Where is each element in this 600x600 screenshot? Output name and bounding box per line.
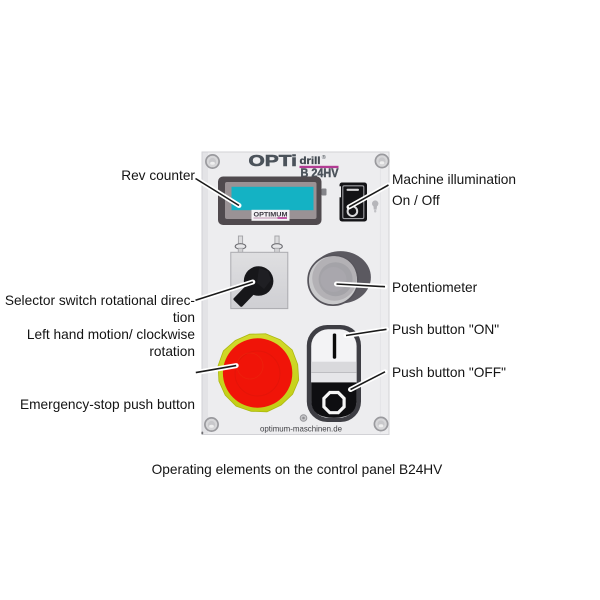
svg-text:OPTi: OPTi xyxy=(249,153,298,170)
svg-text:OPTIMUM: OPTIMUM xyxy=(254,211,288,218)
svg-text:optimum-maschinen.de: optimum-maschinen.de xyxy=(260,424,342,433)
svg-text:®: ® xyxy=(322,154,326,161)
svg-text:drill: drill xyxy=(300,156,321,167)
